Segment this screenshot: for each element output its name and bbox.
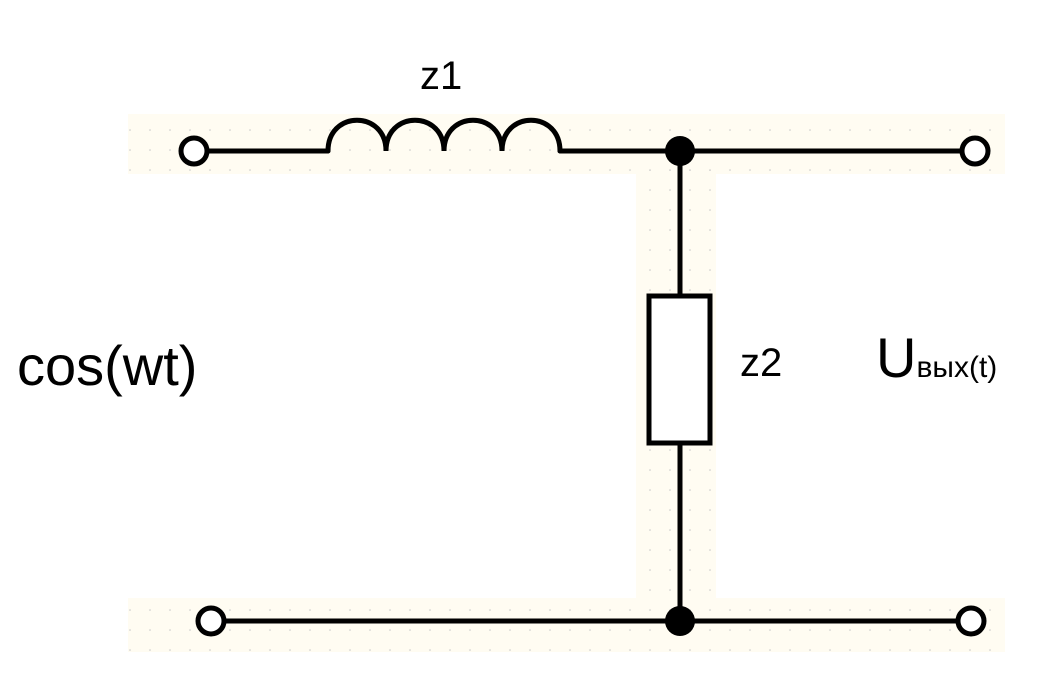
junction-bottom <box>665 606 695 636</box>
junction-top <box>665 136 695 166</box>
terminal-input-top <box>178 135 210 167</box>
label-z1: z1 <box>420 54 463 98</box>
label-output-subscript: вых(t) <box>916 351 998 384</box>
label-input-signal: cos(wt) <box>17 334 198 397</box>
label-output-voltage: Uвых(t) <box>876 330 997 386</box>
label-z2: z2 <box>740 341 783 385</box>
wires <box>204 148 965 624</box>
inductor-z1 <box>325 117 563 154</box>
terminal-output-top <box>959 135 991 167</box>
terminal-output-bottom <box>955 605 987 637</box>
wire-highlight-regions <box>128 114 1005 652</box>
label-output-main: U <box>876 326 917 389</box>
resistor-z2 <box>646 293 713 446</box>
terminal-input-bottom <box>195 605 227 637</box>
terminals <box>178 135 991 637</box>
